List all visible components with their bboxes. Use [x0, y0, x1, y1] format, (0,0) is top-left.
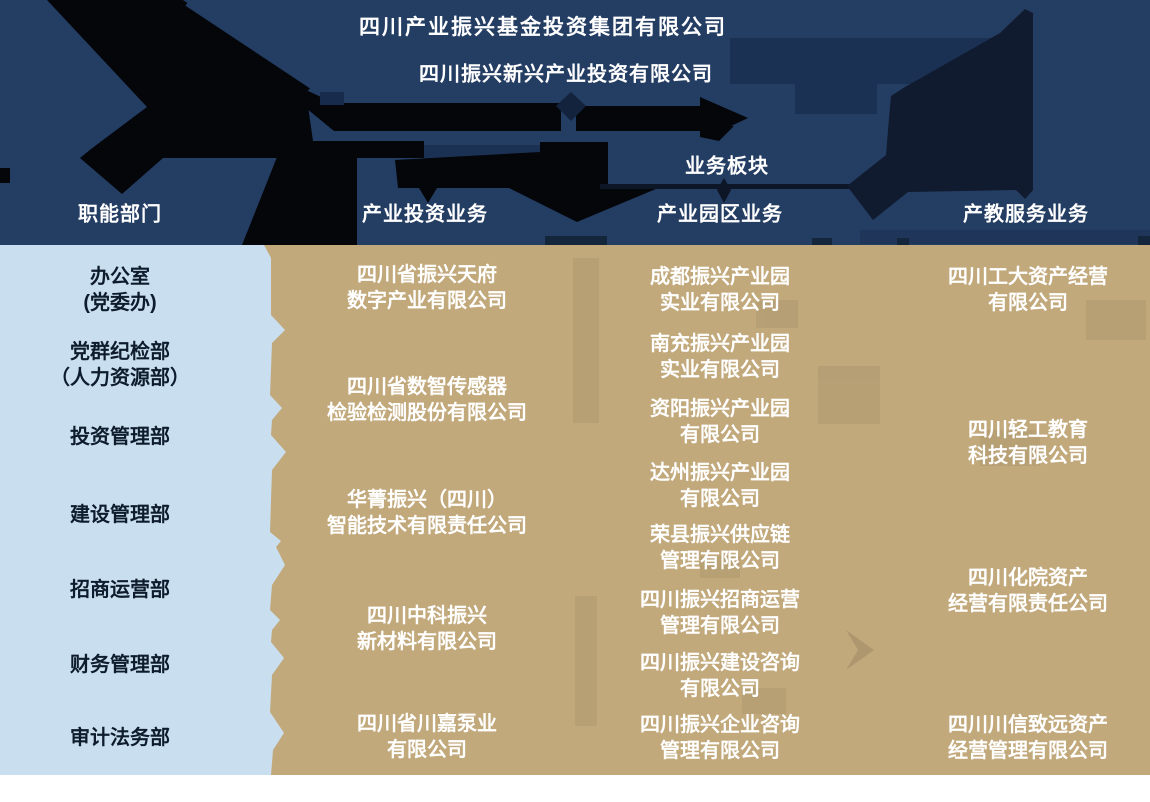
company-line: 有限公司: [680, 424, 760, 446]
header-black-artwork: [0, 0, 1033, 245]
department-line: 党群纪检部: [70, 341, 170, 363]
company-jianshe-zixun: 四川振兴建设咨询 有限公司: [640, 650, 800, 702]
decor-diamond: [556, 92, 586, 121]
company-line: 检验检测股份有限公司: [327, 402, 527, 424]
company-nanchong-park: 南充振兴产业园 实业有限公司: [650, 331, 790, 383]
company-line: 实业有限公司: [660, 292, 780, 314]
decor-band-chevron: [395, 142, 663, 222]
company-line: 四川振兴招商运营: [640, 589, 800, 611]
company-line: 达州振兴产业园: [650, 462, 790, 484]
company-line: 华菁振兴（四川）: [347, 489, 507, 511]
company-line: 南充振兴产业园: [650, 333, 790, 355]
company-line: 四川川信致远资产: [948, 714, 1108, 736]
decor-band-upper: [295, 90, 561, 131]
decor-small-square: [320, 92, 344, 105]
column-header-industry-education-service: 产教服务业务: [963, 203, 1089, 226]
company-line: 经营管理有限公司: [948, 740, 1108, 762]
subsidiary-company-title: 四川振兴新兴产业投资有限公司: [419, 63, 713, 86]
company-line: 数字产业有限公司: [347, 290, 507, 312]
company-shuzhi-sensor-testing: 四川省数智传感器 检验检测股份有限公司: [327, 374, 527, 426]
company-zhenxing-tianfu-digital: 四川省振兴天府 数字产业有限公司: [347, 262, 507, 314]
company-line: 四川工大资产经营: [948, 266, 1108, 288]
company-rongxian-supply-chain: 荣县振兴供应链 管理有限公司: [650, 522, 790, 574]
department-party-discipline: 党群纪检部 （人力资源部）: [50, 339, 190, 391]
decor-connector-line: [600, 184, 1022, 189]
decor-connector-tick: [717, 178, 731, 203]
company-line: 荣县振兴供应链: [650, 524, 790, 546]
company-line: 管理有限公司: [660, 740, 780, 762]
department-line: 办公室: [89, 266, 150, 288]
company-line: 有限公司: [387, 739, 467, 761]
department-line: （人力资源部）: [50, 367, 190, 389]
decor-band-lower-left: [150, 141, 424, 158]
department-line: 财务管理部: [70, 654, 170, 676]
company-line: 科技有限公司: [968, 445, 1088, 467]
company-line: 四川省数智传感器: [347, 376, 507, 398]
company-huayuan-assets: 四川化院资产 经营有限责任公司: [948, 565, 1108, 617]
column-header-industrial-park: 产业园区业务: [657, 203, 783, 226]
decor-left-nub: [0, 168, 10, 183]
company-line: 有限公司: [680, 678, 760, 700]
decor-tan-chevron: [846, 630, 874, 670]
company-chuanxin-zhiyuan-assets: 四川川信致远资产 经营管理有限公司: [948, 712, 1108, 764]
department-line: 建设管理部: [70, 504, 170, 526]
business-area-background: [258, 245, 1150, 775]
company-line: 实业有限公司: [660, 359, 780, 381]
decor-wedge: [242, 157, 357, 245]
company-line: 管理有限公司: [660, 615, 780, 637]
company-qiye-zixun: 四川振兴企业咨询 管理有限公司: [640, 712, 800, 764]
company-zhaoshang-yunying: 四川振兴招商运营 管理有限公司: [640, 587, 800, 639]
business-segment-label: 业务板块: [685, 155, 769, 178]
department-line: 投资管理部: [70, 426, 170, 448]
department-finance-management: 财务管理部: [70, 652, 170, 678]
company-dazhou-park: 达州振兴产业园 有限公司: [650, 460, 790, 512]
department-line: 招商运营部: [70, 579, 170, 601]
company-line: 四川省振兴天府: [357, 264, 497, 286]
company-zhongke-zhenxing-materials: 四川中科振兴 新材料有限公司: [357, 603, 497, 655]
company-line: 四川省川嘉泵业: [357, 713, 497, 735]
company-line: 四川中科振兴: [367, 605, 487, 627]
parent-company-title: 四川产业振兴基金投资集团有限公司: [359, 16, 727, 39]
company-line: 四川轻工教育: [968, 419, 1088, 441]
company-line: 有限公司: [680, 488, 760, 510]
decor-slit: [185, 0, 319, 91]
column-header-functional-departments: 职能部门: [78, 203, 162, 226]
company-ziyang-park: 资阳振兴产业园 有限公司: [650, 396, 790, 448]
company-line: 新材料有限公司: [357, 631, 497, 653]
decor-arrow-tail: [700, 126, 734, 141]
business-area-shade-patches: [573, 258, 1146, 726]
company-line: 四川化院资产: [968, 567, 1088, 589]
department-audit-legal: 审计法务部: [70, 725, 170, 751]
company-line: 四川振兴建设咨询: [640, 652, 800, 674]
company-qinggong-education: 四川轻工教育 科技有限公司: [968, 417, 1088, 469]
company-line: 四川振兴企业咨询: [640, 714, 800, 736]
department-line: (党委办): [83, 292, 157, 314]
department-construction-management: 建设管理部: [70, 502, 170, 528]
column-header-industrial-investment: 产业投资业务: [362, 203, 488, 226]
company-line: 管理有限公司: [660, 550, 780, 572]
department-investment-promotion: 招商运营部: [70, 577, 170, 603]
department-office: 办公室 (党委办): [83, 264, 156, 316]
company-huajing-zhenxing-intelligent: 华菁振兴（四川） 智能技术有限责任公司: [327, 487, 527, 539]
company-chengdu-park: 成都振兴产业园 实业有限公司: [650, 264, 790, 316]
functional-column-background: [0, 245, 286, 775]
company-line: 经营有限责任公司: [948, 593, 1108, 615]
company-chuanjia-pump: 四川省川嘉泵业 有限公司: [357, 711, 497, 763]
company-line: 有限公司: [988, 292, 1068, 314]
company-line: 智能技术有限责任公司: [327, 515, 527, 537]
department-investment-management: 投资管理部: [70, 424, 170, 450]
company-line: 资阳振兴产业园: [650, 398, 790, 420]
department-line: 审计法务部: [70, 727, 170, 749]
company-gongda-assets: 四川工大资产经营 有限公司: [948, 264, 1108, 316]
decor-funnel: [847, 9, 1033, 220]
company-line: 成都振兴产业园: [650, 266, 790, 288]
